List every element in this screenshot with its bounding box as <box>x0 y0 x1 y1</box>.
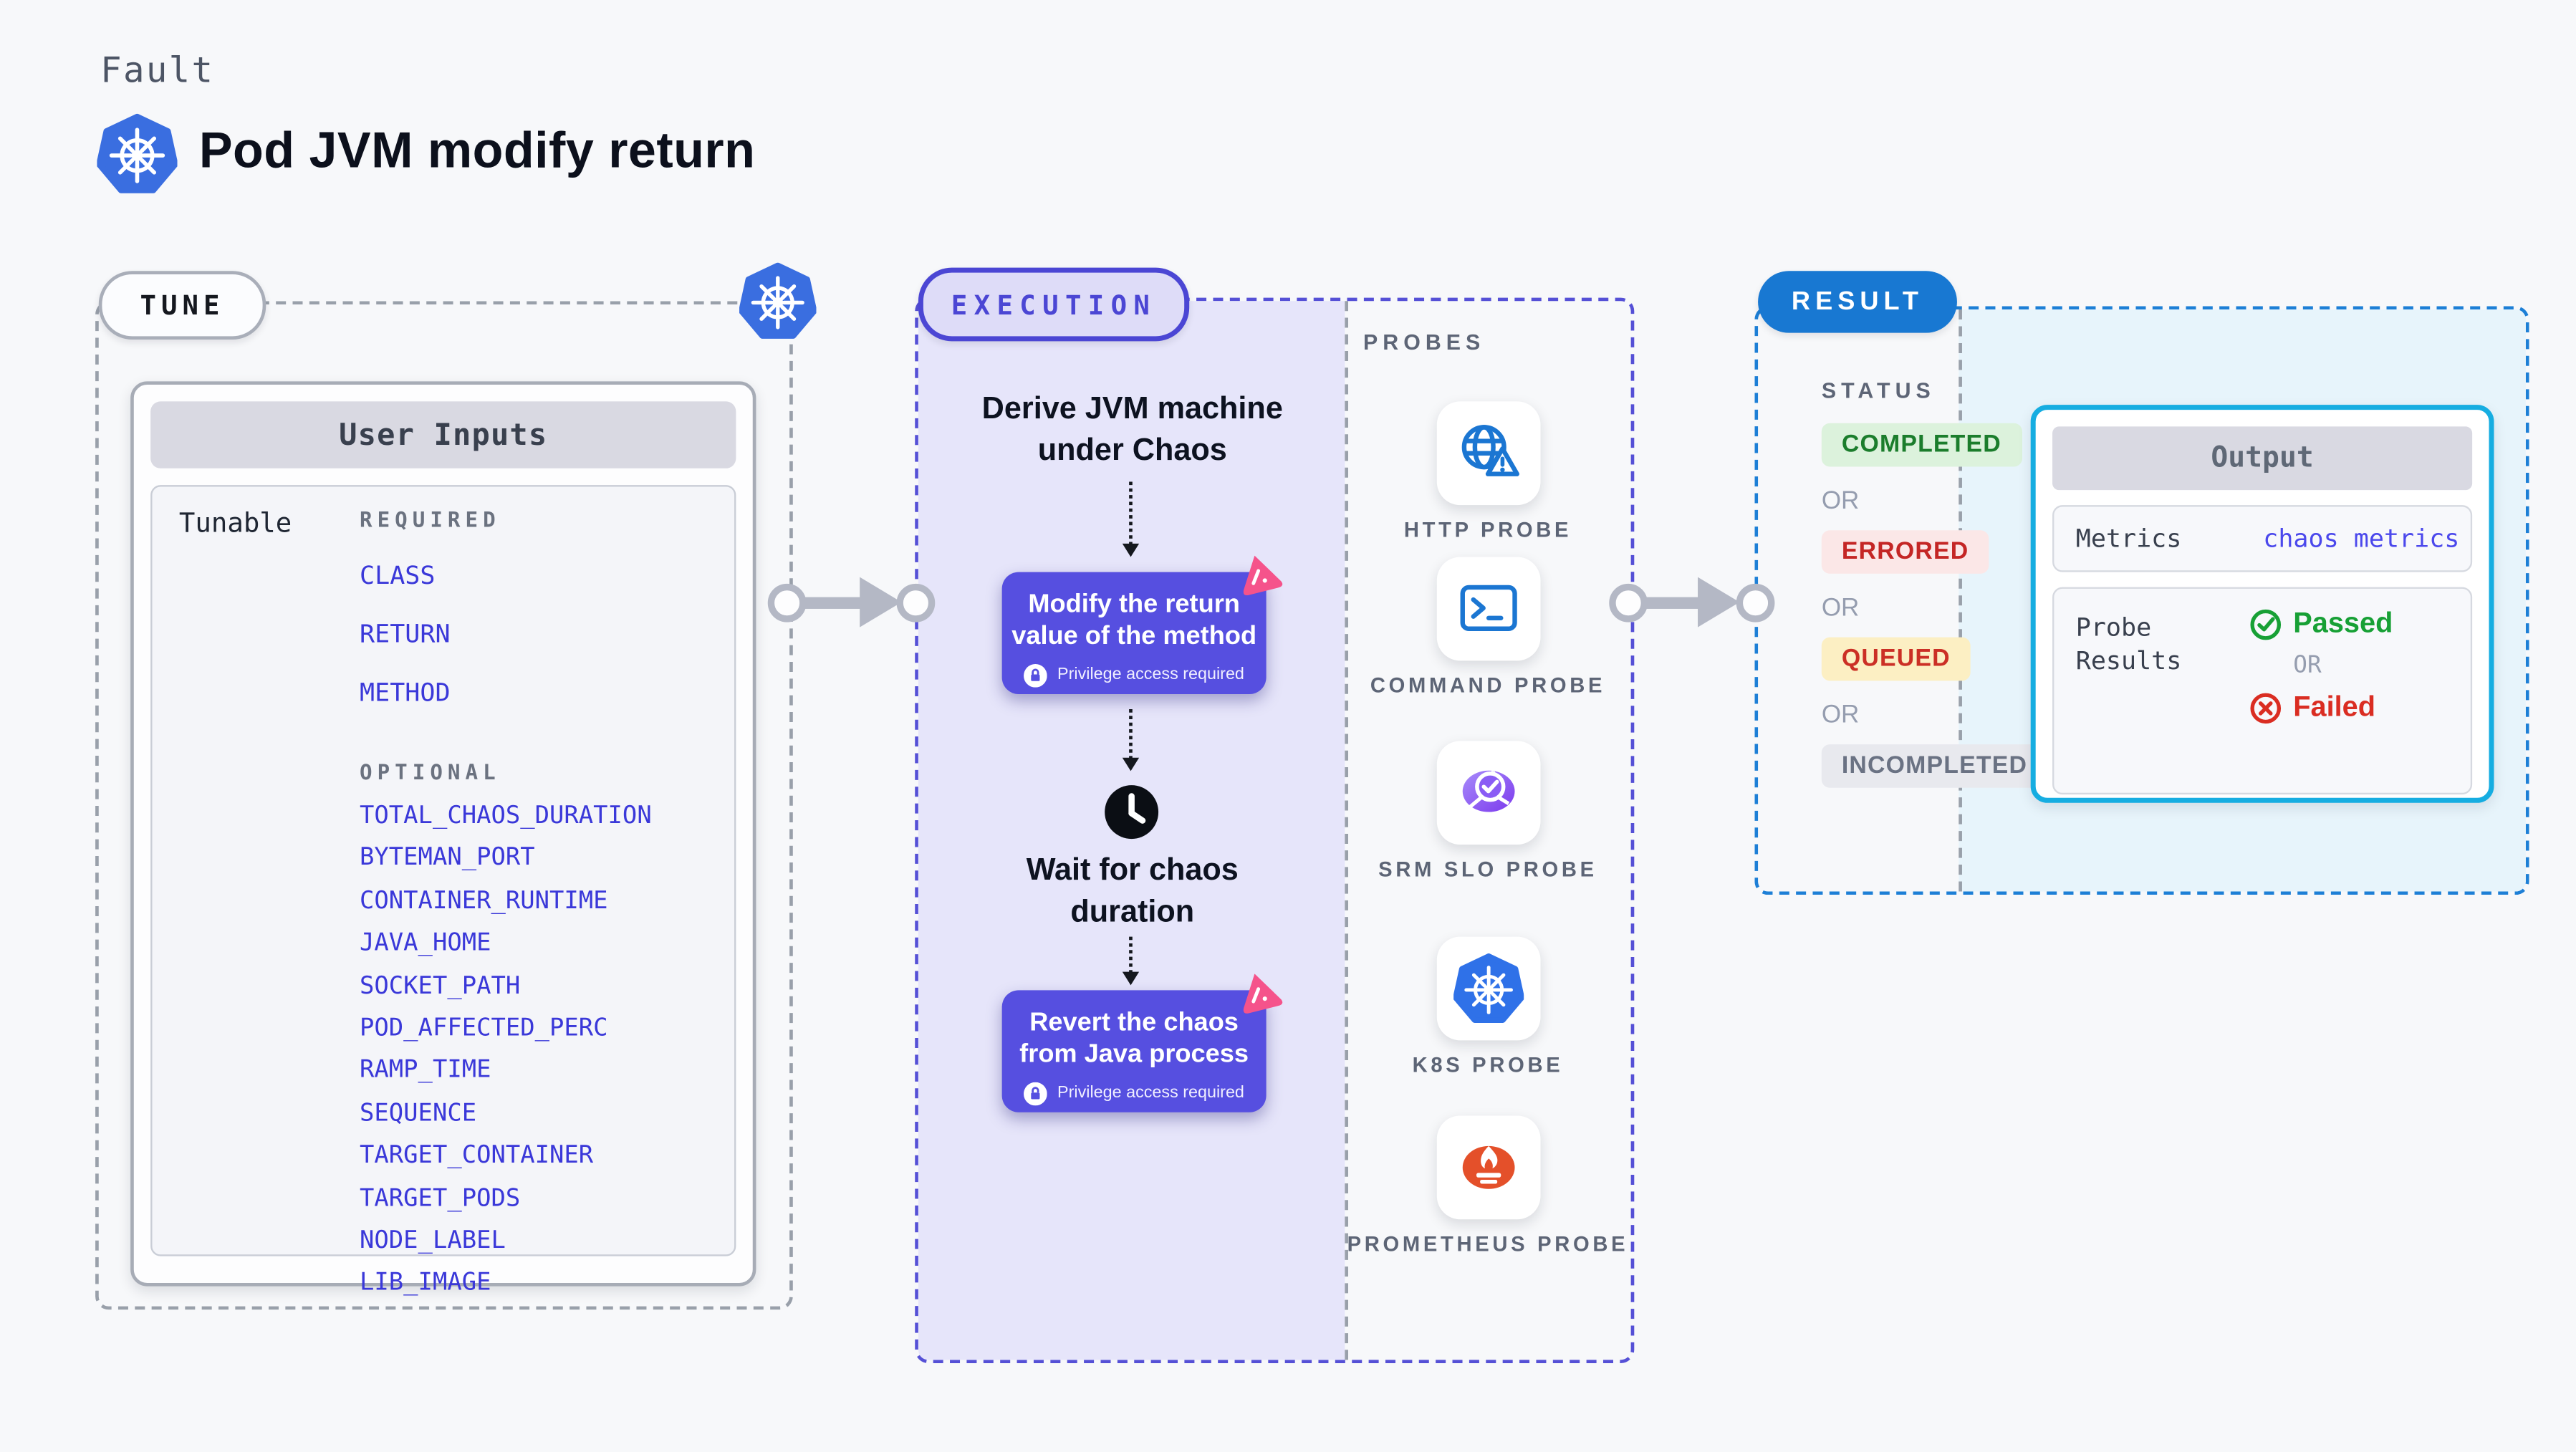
globe-alert-icon <box>1436 401 1540 506</box>
result-divider <box>1959 309 1962 892</box>
modify-return-card: Modify the return value of the method Pr… <box>1001 555 1283 695</box>
connector-dot <box>1608 582 1647 622</box>
slo-gauge-icon <box>1436 741 1540 845</box>
prometheus-flame-icon <box>1436 1115 1540 1220</box>
x-circle-icon <box>2250 692 2282 723</box>
tunable-item: CLASS <box>360 560 436 591</box>
user-inputs-title: User Inputs <box>150 401 736 468</box>
chaos-badge-icon <box>1234 968 1284 1019</box>
probe-item: SRM SLO PROBE <box>1345 741 1630 885</box>
connector-dot <box>766 582 806 622</box>
probe-item: PROMETHEUS PROBE <box>1345 1115 1630 1259</box>
tunable-item: BYTEMAN_PORT <box>360 845 535 872</box>
status-badge-incompleted: INCOMPLETED <box>1821 744 2048 788</box>
probe-name: HTTP PROBE <box>1403 518 1572 542</box>
tunable-item: JAVA_HOME <box>360 930 491 958</box>
required-group-label: REQUIRED <box>360 506 501 532</box>
tunable-item: RAMP_TIME <box>360 1057 491 1085</box>
probe-item: K8S PROBE <box>1345 936 1630 1081</box>
output-card: Output Metrics chaos metrics Probe Resul… <box>2030 405 2494 803</box>
execution-section-box: Derive JVM machine under Chaos Modify th… <box>915 297 1635 1364</box>
tunable-item: SOCKET_PATH <box>360 972 521 1000</box>
modify-return-label: Modify the return value of the method <box>1011 590 1257 651</box>
metrics-value: chaos metrics <box>2263 523 2460 554</box>
or-label: OR <box>1821 593 1860 622</box>
down-arrow-icon <box>1121 936 1138 986</box>
down-arrow-icon <box>1121 709 1138 771</box>
probe-name: PROMETHEUS PROBE <box>1347 1232 1629 1256</box>
probe-name: SRM SLO PROBE <box>1378 857 1597 882</box>
kubernetes-icon <box>1436 936 1540 1041</box>
failed-label: Failed <box>2293 691 2375 723</box>
chaos-badge-icon <box>1234 550 1284 600</box>
metrics-label: Metrics <box>2075 523 2182 554</box>
probe-name: COMMAND PROBE <box>1370 674 1606 698</box>
probe-results-label: Probe Results <box>2075 612 2182 676</box>
tunable-item: NODE_LABEL <box>360 1227 506 1255</box>
optional-group-label: OPTIONAL <box>360 759 501 785</box>
tunable-item: LIB_IMAGE <box>360 1269 491 1297</box>
step-derive: Derive JVM machine under Chaos <box>981 390 1283 467</box>
execution-pill: EXECUTION <box>918 267 1190 342</box>
result-section-box: STATUS COMPLETED OR ERRORED OR QUEUED OR… <box>1754 306 2529 895</box>
revert-chaos-label: Revert the chaos from Java process <box>1019 1009 1249 1069</box>
status-badge-errored: ERRORED <box>1821 530 1989 574</box>
privilege-note: Privilege access required <box>1057 1084 1244 1103</box>
probe-name: K8S PROBE <box>1412 1054 1564 1077</box>
tunable-item: TOTAL_CHAOS_DURATION <box>360 802 652 830</box>
page-title: Pod JVM modify return <box>198 123 756 179</box>
terminal-icon <box>1436 557 1540 661</box>
or-label: OR <box>1821 486 1860 516</box>
passed-label: Passed <box>2293 607 2393 639</box>
fault-eyebrow: Fault <box>100 50 215 91</box>
or-label: OR <box>1821 701 1860 730</box>
connector-dot <box>895 582 935 622</box>
tunable-item: METHOD <box>360 677 451 708</box>
user-inputs-card: User Inputs Tunable REQUIRED CLASS RETUR… <box>130 381 756 1297</box>
step-wait: Wait for chaos duration <box>1026 851 1239 928</box>
revert-chaos-card: Revert the chaos from Java process Privi… <box>1001 973 1283 1112</box>
connector-dot <box>1735 582 1774 622</box>
tunable-item: CONTAINER_RUNTIME <box>360 888 608 915</box>
or-label: OR <box>2293 652 2322 680</box>
down-arrow-icon <box>1121 481 1138 557</box>
tunable-item: RETURN <box>360 618 451 649</box>
privilege-note: Privilege access required <box>1057 666 1244 685</box>
result-pill: RESULT <box>1758 271 1957 333</box>
lock-icon <box>1024 663 1048 688</box>
probe-item: HTTP PROBE <box>1345 401 1630 545</box>
tunable-item: POD_AFFECTED_PERC <box>360 1015 608 1042</box>
kubernetes-icon <box>96 113 178 194</box>
clock-icon <box>1102 783 1161 842</box>
tunable-item: SEQUENCE <box>360 1100 477 1128</box>
check-circle-icon <box>2250 608 2282 640</box>
output-title: Output <box>2052 426 2473 491</box>
tunable-item: TARGET_CONTAINER <box>360 1143 594 1170</box>
tune-section-box <box>95 301 793 1310</box>
status-label: STATUS <box>1821 378 1936 403</box>
tunable-item: TARGET_PODS <box>360 1185 521 1212</box>
kubernetes-icon <box>738 262 817 340</box>
tune-pill: TUNE <box>98 271 266 340</box>
lock-icon <box>1024 1082 1048 1105</box>
probe-item: COMMAND PROBE <box>1345 557 1630 701</box>
status-badge-completed: COMPLETED <box>1821 423 2022 467</box>
tunable-label: Tunable <box>178 506 292 539</box>
probes-label: PROBES <box>1363 329 1486 355</box>
probes-divider <box>1345 301 1349 1360</box>
status-badge-queued: QUEUED <box>1821 637 1971 681</box>
